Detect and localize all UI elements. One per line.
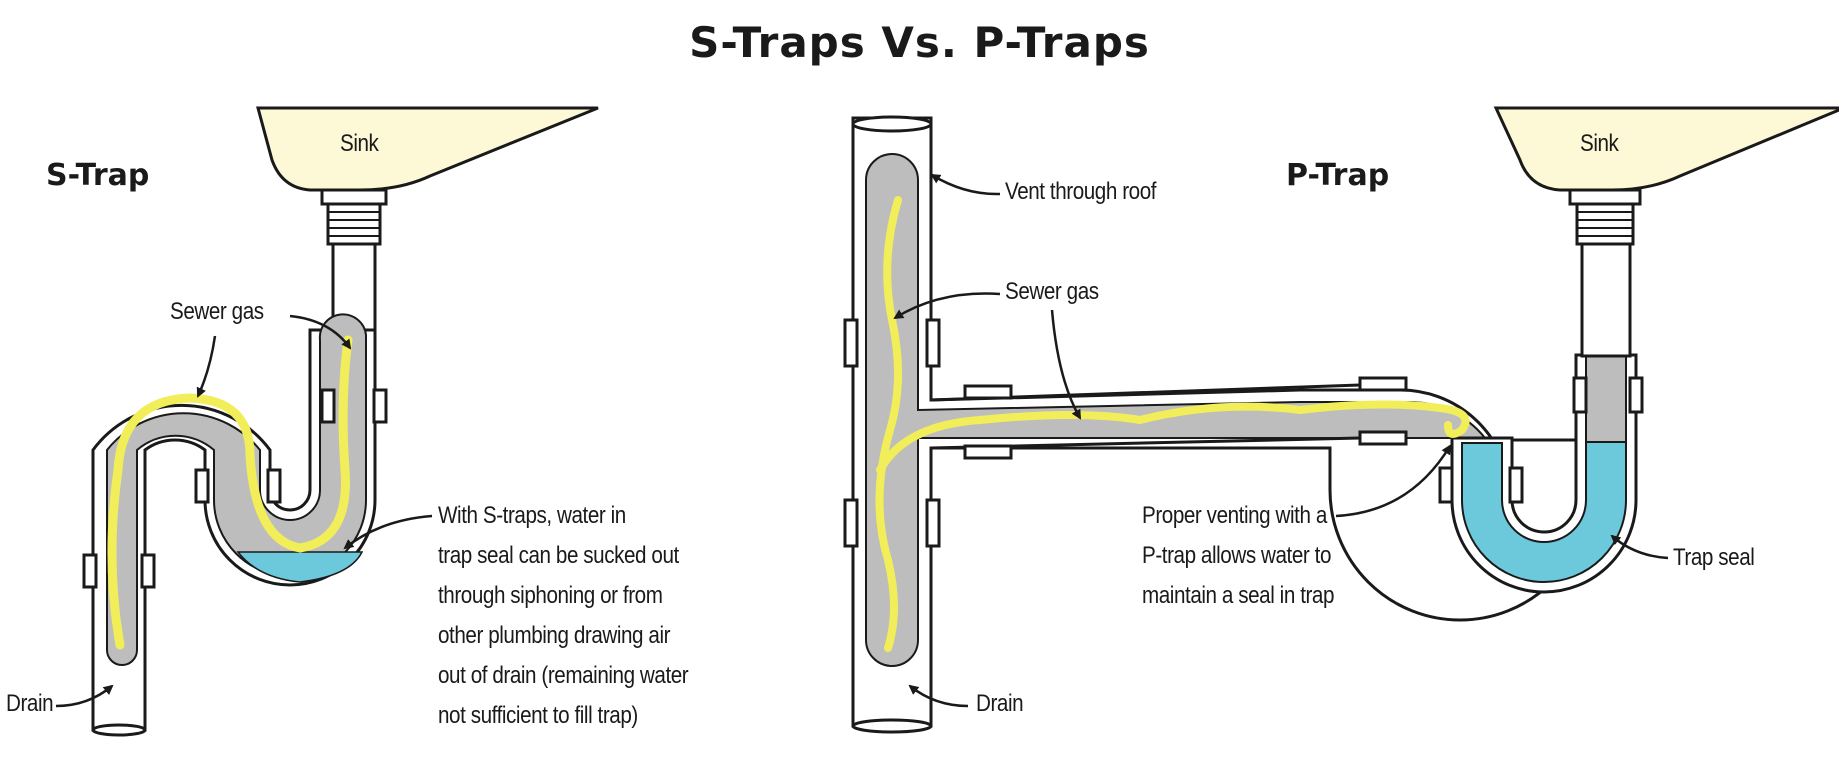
p-trap-note: Proper venting with a P-trap allows wate…: [1142, 496, 1334, 616]
s-trap-sewer-gas-label: Sewer gas: [170, 298, 264, 325]
p-trap-sink-label: Sink: [1580, 130, 1619, 157]
s-trap-sink-bowl: [256, 106, 599, 192]
s-trap-sewer-gas-path: [107, 335, 353, 650]
p-trap-seal-label: Trap seal: [1673, 544, 1755, 571]
s-trap-sink-label: Sink: [340, 130, 379, 157]
p-trap-drain-arrow: [908, 684, 969, 708]
s-trap-note-line: trap seal can be sucked out: [438, 542, 679, 569]
p-trap-note-line: P-trap allows water to: [1142, 542, 1331, 569]
p-trap-heading: P-Trap: [1286, 158, 1390, 193]
s-trap-note-line: other plumbing drawing air: [438, 622, 671, 649]
p-trap-tailpiece-pipe: [1580, 242, 1632, 358]
p-trap-sewer-gas-stack: [875, 196, 903, 652]
s-trap-drain-arrow: [55, 684, 114, 708]
s-trap-sewer-gas-arrow-right: [289, 314, 352, 350]
p-trap-sewer-gas-arrow-stack: [893, 292, 1001, 320]
p-trap-sewer-gas-arrow-horizontal: [1050, 309, 1082, 420]
s-trap-remaining-water: [236, 551, 364, 583]
s-trap-drain-pipe-end: [91, 723, 147, 737]
p-trap-sink-bowl: [1493, 106, 1839, 192]
p-trap-drain-label: Drain: [976, 690, 1024, 717]
s-trap-drain-label: Drain: [6, 690, 54, 717]
s-trap-couplings: [82, 388, 388, 589]
p-trap-vent-label: Vent through roof: [1005, 178, 1157, 205]
p-trap-sewer-gas-horizontal: [876, 400, 1470, 474]
s-trap-note-line: not sufficient to fill trap): [438, 702, 638, 729]
p-trap-note-arrow: [1335, 444, 1452, 518]
s-trap-note-line: With S-traps, water in: [438, 502, 626, 529]
p-trap-note-line: Proper venting with a: [1142, 502, 1327, 529]
p-trap-sewer-gas-label: Sewer gas: [1005, 278, 1099, 305]
s-trap-note-line: through siphoning or from: [438, 582, 663, 609]
p-trap-seal-arrow: [1610, 534, 1669, 560]
p-trap-vent-arrow: [930, 173, 1001, 196]
p-trap-drain-pipe-end: [851, 718, 933, 734]
s-trap-tailpiece-thread: [320, 188, 388, 246]
s-trap-note: With S-traps, water in trap seal can be …: [438, 496, 689, 736]
p-trap-couplings: [843, 318, 1644, 548]
s-trap-note-arrow: [343, 514, 433, 550]
p-trap-assembly: [843, 106, 1839, 734]
s-trap-note-line: out of drain (remaining water: [438, 662, 689, 689]
page-title: S-Traps Vs. P-Traps: [689, 18, 1150, 67]
p-trap-vent-pipe-top: [851, 115, 933, 133]
s-trap-sewer-gas-arrow-left: [196, 335, 217, 398]
p-trap-tailpiece-thread: [1568, 188, 1642, 246]
p-trap-water-seal: [1461, 441, 1627, 583]
p-trap-note-line: maintain a seal in trap: [1142, 582, 1335, 609]
s-trap-assembly: [55, 106, 599, 737]
s-trap-heading: S-Trap: [46, 158, 150, 193]
